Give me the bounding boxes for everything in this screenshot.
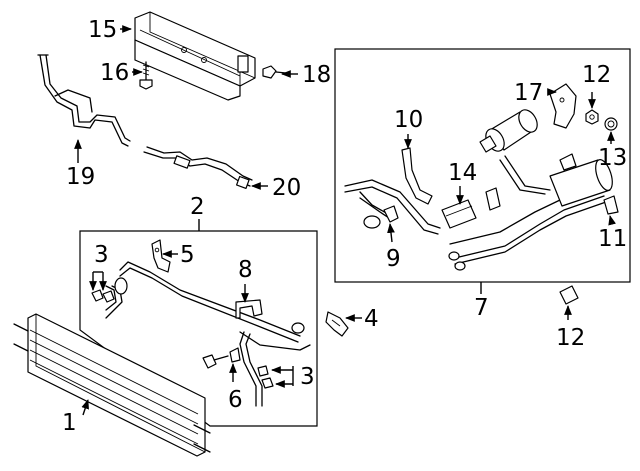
callout-8: 7 [474,295,489,321]
callout-3-top: 3 [94,242,109,268]
cooler-block [134,11,256,101]
bracket-18 [549,83,577,129]
callout-1: 1 [62,410,77,436]
leader-lines [74,25,616,416]
callout-18: 17 [514,80,543,106]
bolt-17 [139,61,153,90]
callout-9: 9 [386,246,401,272]
bracket-7 [235,299,263,319]
callout-15: 14 [448,160,477,186]
callout-16: 15 [88,17,117,43]
block-15 [441,199,477,229]
clip-12 [559,285,579,305]
group-box-2 [79,230,318,427]
group-box-8 [334,48,631,283]
callout-6: 6 [228,387,243,413]
callout-12: 12 [556,325,585,351]
callout-7: 8 [238,257,253,283]
nut-13 [585,109,599,125]
clips-3a [91,289,115,303]
clip-6 [202,347,241,369]
callout-4: 4 [364,306,379,332]
clip-15b [485,187,501,211]
callout-labels: 15 16 18 19 20 2 3 5 8 4 1 6 3 10 14 9 1… [62,17,627,436]
clip-4 [325,311,349,337]
clip-9 [383,205,399,223]
callout-2: 2 [190,194,205,220]
clips-3b [257,365,274,389]
bolt-19 [262,65,287,79]
filter-cylinder-right [549,153,613,207]
tube-20 [37,54,131,147]
clip-11 [603,195,619,215]
callout-17: 16 [100,60,129,86]
bracket-5 [151,239,171,273]
callout-19: 18 [302,62,331,88]
oil-cooler-1 [13,313,211,457]
oring-14 [604,117,618,131]
filter-cylinder [479,109,538,153]
bracket-10 [401,147,433,205]
callout-3-bottom: 3 [300,364,315,390]
cooler-lines-8 [344,155,607,271]
callout-10: 10 [394,107,423,133]
callout-21: 20 [272,175,301,201]
tube-assembly-2 [105,261,311,407]
callout-11: 11 [598,226,627,252]
tube-21 [143,146,253,190]
callout-14: 13 [598,145,627,171]
callout-13: 12 [582,62,611,88]
callout-5: 5 [180,242,195,268]
callout-20: 19 [66,164,95,190]
